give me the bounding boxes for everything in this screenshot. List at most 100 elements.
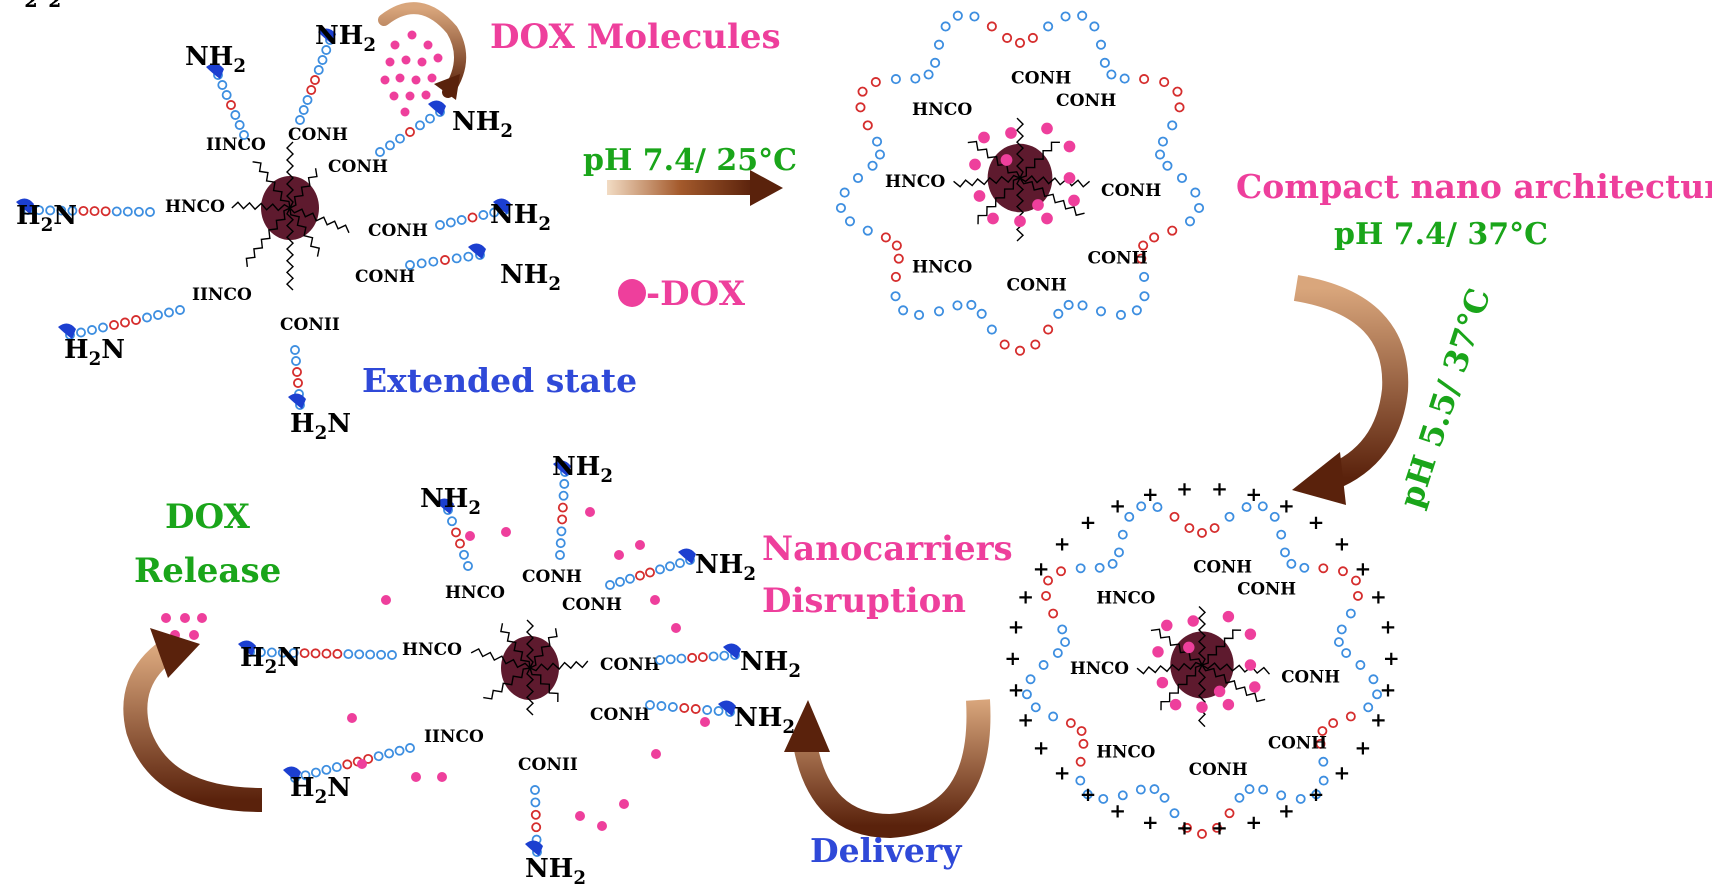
spacer-chain xyxy=(1160,664,1203,711)
polymer-bead xyxy=(331,762,342,773)
dox-dot-icon xyxy=(385,57,395,67)
polymer-bead xyxy=(835,202,847,214)
dox-release-label-1: DOX xyxy=(165,497,251,537)
polymer-bead xyxy=(665,561,675,572)
spacer-chain xyxy=(1136,661,1203,675)
spacer-chain xyxy=(285,207,295,291)
polymer-bead xyxy=(1136,501,1147,512)
dox-dot-icon xyxy=(1183,641,1195,654)
polymer-bead xyxy=(1060,637,1071,648)
spacer-chain xyxy=(500,623,531,669)
polymer-bead xyxy=(1043,324,1054,335)
dox-dot-icon xyxy=(1063,172,1076,184)
polymer-bead xyxy=(952,300,963,311)
dox-dot-icon xyxy=(978,131,990,144)
plus-charge-icon: + xyxy=(1142,482,1159,506)
amine-group-label: NH2 xyxy=(525,854,586,887)
plus-charge-icon: + xyxy=(1245,810,1262,834)
amine-tip-icon xyxy=(436,498,454,514)
polymer-bead xyxy=(1311,789,1322,800)
spacer-chain xyxy=(289,207,350,234)
polymer-bead xyxy=(384,748,395,759)
dox-dot-icon xyxy=(400,107,410,117)
plus-charge-icon: + xyxy=(1245,482,1262,506)
polymer-bead xyxy=(1174,102,1185,113)
polymer-bead xyxy=(1043,21,1054,32)
polymer-bead xyxy=(1276,529,1287,540)
polymer-bead xyxy=(451,527,461,538)
polymer-bead xyxy=(133,206,144,217)
amine-tip-icon xyxy=(283,766,301,782)
polymer-bead xyxy=(1117,529,1128,540)
polymer-bead xyxy=(1002,32,1013,43)
polymer-bead xyxy=(1139,291,1150,302)
polymer-bead xyxy=(1075,563,1086,574)
polymer-bead xyxy=(1107,558,1118,569)
polymer-bead xyxy=(230,110,241,120)
polymer-bead xyxy=(1318,775,1329,786)
polymer-bead xyxy=(100,206,111,217)
amine-group-label: NH2 xyxy=(0,0,61,12)
polymer-bead xyxy=(478,210,489,220)
polymer-bead xyxy=(321,648,332,659)
polymer-bead xyxy=(1258,784,1269,795)
polymer-bead xyxy=(1149,232,1160,243)
polymer-bead xyxy=(1095,39,1107,50)
compact-condition-label: pH 7.4/ 37°C xyxy=(1334,217,1548,252)
plus-charge-icon: + xyxy=(1278,798,1295,822)
polymer-bead xyxy=(1027,32,1038,43)
spacer-chain xyxy=(977,177,1021,225)
plus-charge-icon: + xyxy=(1370,584,1387,608)
polymer-bead xyxy=(425,113,435,124)
amine-group-label: H2N xyxy=(0,0,61,12)
polymer-bead xyxy=(966,299,977,310)
dox-dot-icon xyxy=(1244,628,1257,640)
plus-charge-icon: + xyxy=(1109,798,1126,822)
polymer-bead xyxy=(343,649,354,660)
polymer-bead xyxy=(839,187,850,198)
plus-charge-icon: + xyxy=(1033,736,1050,760)
polymer-bead xyxy=(557,502,568,513)
dox-dot-icon xyxy=(1068,194,1080,207)
spacer-chain xyxy=(1015,177,1025,242)
amine-tip-icon xyxy=(206,63,224,79)
dox-dot-icon xyxy=(1244,659,1257,671)
amine-group-label: NH2 xyxy=(0,0,61,12)
functional-group-label: HNCO xyxy=(165,197,225,217)
polymer-bead xyxy=(142,312,152,323)
polymer-bead xyxy=(1167,120,1178,131)
polymer-bead xyxy=(291,356,301,366)
disrupted-nanocarrier: HNCONH2CONHNH2CONHNH2HNCOH2NCONHNH2CONHN… xyxy=(0,0,801,887)
functional-group-label: CONH xyxy=(590,705,650,725)
polymer-bead xyxy=(1318,756,1329,767)
dox-dot-icon xyxy=(437,772,447,782)
amine-group-label: NH2 xyxy=(185,42,246,77)
amine-group-label: H2N xyxy=(0,0,61,12)
polymer-bead xyxy=(447,516,457,527)
polymer-bead xyxy=(844,216,856,227)
polymer-bead xyxy=(310,767,321,778)
functional-group-label: CONH xyxy=(328,157,388,177)
polymer-bead xyxy=(463,561,473,571)
polymer-bead xyxy=(300,770,311,781)
dox-dot-icon xyxy=(161,613,171,623)
polymer-bead xyxy=(1295,793,1306,804)
functional-group-label: HNCO xyxy=(1096,587,1155,607)
polymer-bead xyxy=(1159,77,1170,88)
dox-dot-icon xyxy=(1063,140,1076,153)
polymer-bead xyxy=(1333,637,1344,648)
amine-tip-icon xyxy=(723,643,741,659)
amine-tip-icon xyxy=(58,323,76,339)
spacer-chain xyxy=(289,168,318,209)
amine-group-label: NH2 xyxy=(490,200,551,235)
dox-dot-icon xyxy=(700,717,710,727)
polymer-bead xyxy=(556,526,567,537)
dox-dot-icon xyxy=(1000,154,1013,166)
dox-dot-icon xyxy=(973,190,986,202)
polymer-bead xyxy=(45,205,56,216)
polymer-bead xyxy=(1157,136,1168,147)
polymer-bead xyxy=(1115,309,1126,321)
disruption-label: Disruption xyxy=(762,581,966,621)
polymer-bead xyxy=(1345,608,1356,619)
amine-group-label: H2N xyxy=(290,409,351,444)
